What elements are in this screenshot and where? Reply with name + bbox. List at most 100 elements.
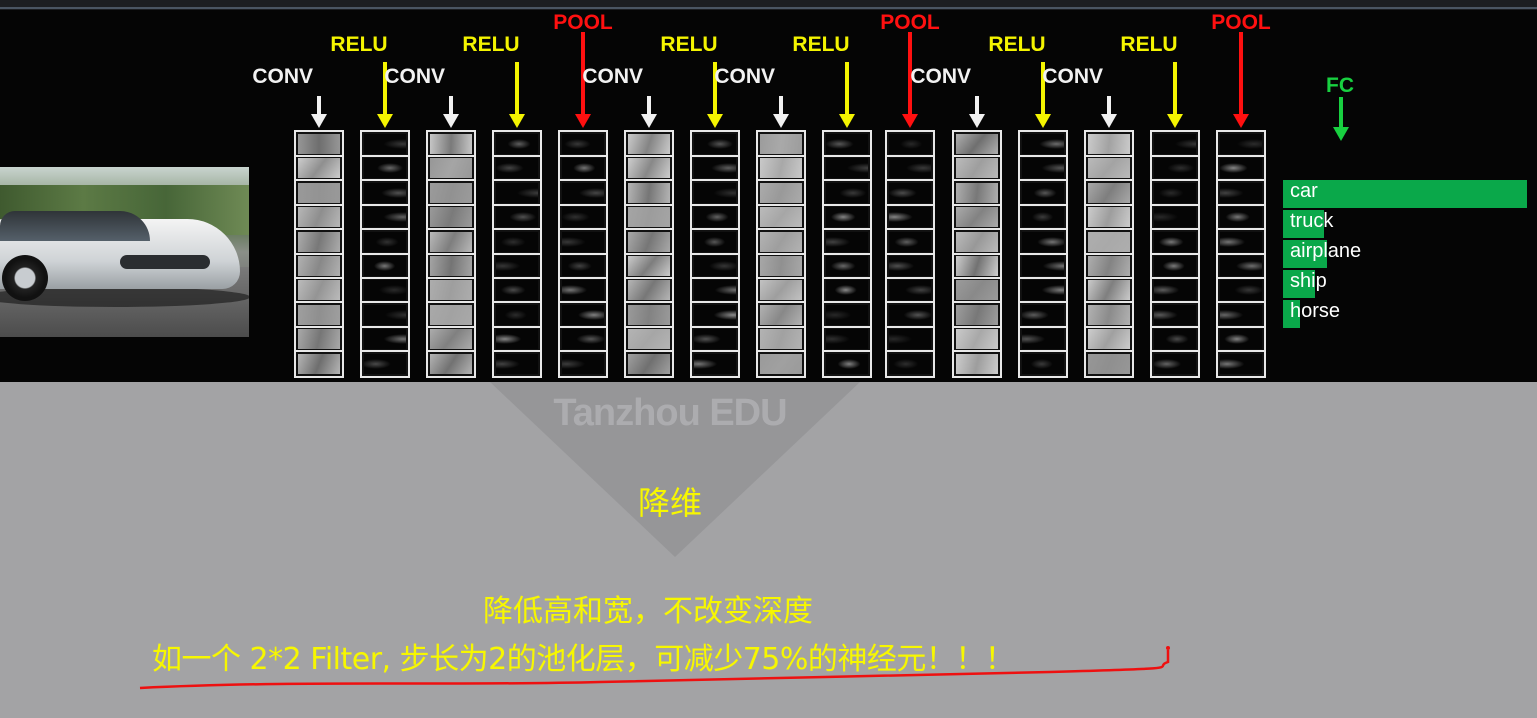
feature-map-cell	[694, 353, 736, 374]
feature-map-cell	[889, 134, 931, 154]
feature-map-cell	[889, 182, 931, 203]
feature-map-cell	[826, 207, 868, 228]
feature-map-cell	[430, 329, 472, 350]
feature-map-cell	[298, 182, 340, 203]
feature-map-cell	[956, 280, 998, 301]
layer-label-conv: CONV	[1042, 65, 1103, 88]
feature-map-cell	[956, 329, 998, 350]
feature-map-cell	[1022, 353, 1064, 374]
feature-map-cell	[889, 304, 931, 325]
feature-map-cell	[628, 353, 670, 374]
feature-map-cell	[826, 353, 868, 374]
feature-map-cell	[298, 353, 340, 374]
feature-map-cell	[826, 158, 868, 179]
feature-map-cell	[956, 353, 998, 374]
class-label: ship	[1290, 270, 1327, 292]
feature-map-cell	[562, 207, 604, 228]
feature-map-cell	[496, 134, 538, 154]
fc-label: FC	[1326, 74, 1354, 97]
feature-map-column	[952, 130, 1002, 378]
feature-map-column	[294, 130, 344, 378]
feature-map-cell	[1154, 182, 1196, 203]
feature-map-cell	[298, 256, 340, 276]
feature-map-cell	[430, 134, 472, 154]
feature-map-column	[1150, 130, 1200, 378]
feature-map-cell	[1088, 329, 1130, 350]
feature-map-cell	[694, 158, 736, 179]
feature-map-column	[492, 130, 542, 378]
feature-map-cell	[364, 256, 406, 276]
feature-map-cell	[1220, 353, 1262, 374]
feature-map-column	[1018, 130, 1068, 378]
feature-map-cell	[1088, 256, 1130, 276]
layer-label-relu: RELU	[988, 33, 1046, 56]
feature-map-cell	[562, 134, 604, 154]
feature-map-cell	[562, 256, 604, 276]
class-label: car	[1290, 180, 1318, 202]
feature-map-cell	[430, 304, 472, 325]
feature-map-cell	[694, 256, 736, 276]
feature-map-cell	[364, 353, 406, 374]
feature-map-cell	[1154, 134, 1196, 154]
class-score-bar	[1283, 180, 1527, 208]
feature-map-cell	[760, 207, 802, 228]
feature-map-cell	[496, 329, 538, 350]
feature-map-cell	[628, 329, 670, 350]
feature-map-cell	[1022, 231, 1064, 252]
feature-map-cell	[760, 231, 802, 252]
feature-map-cell	[1154, 280, 1196, 301]
feature-map-cell	[1022, 329, 1064, 350]
annotation-line-2: 如一个 2*2 Filter, 步长为2的池化层，可减少75%的神经元！！！	[152, 642, 1015, 677]
feature-map-cell	[628, 231, 670, 252]
feature-map-cell	[694, 182, 736, 203]
feature-map-cell	[1220, 182, 1262, 203]
feature-map-cell	[1220, 207, 1262, 228]
feature-map-cell	[1088, 304, 1130, 325]
feature-map-cell	[628, 134, 670, 154]
feature-map-cell	[1088, 231, 1130, 252]
feature-map-cell	[562, 158, 604, 179]
feature-map-column	[885, 130, 935, 378]
class-score-bar	[1283, 270, 1315, 298]
feature-map-cell	[628, 280, 670, 301]
feature-map-column	[360, 130, 410, 378]
feature-map-cell	[889, 256, 931, 276]
feature-map-cell	[628, 256, 670, 276]
feature-map-cell	[430, 256, 472, 276]
feature-map-cell	[562, 231, 604, 252]
layer-label-conv: CONV	[252, 65, 313, 88]
class-score-bar	[1283, 240, 1327, 268]
feature-map-cell	[826, 231, 868, 252]
feature-map-cell	[1088, 182, 1130, 203]
feature-map-cell	[430, 231, 472, 252]
feature-map-cell	[760, 158, 802, 179]
feature-map-cell	[298, 207, 340, 228]
feature-map-cell	[1154, 158, 1196, 179]
feature-map-cell	[1088, 158, 1130, 179]
layer-label-relu: RELU	[1120, 33, 1178, 56]
feature-map-cell	[364, 304, 406, 325]
feature-map-cell	[1022, 207, 1064, 228]
feature-map-column	[822, 130, 872, 378]
feature-map-cell	[1022, 158, 1064, 179]
feature-map-cell	[562, 353, 604, 374]
watermark-text: Tanzhou EDU	[553, 392, 787, 434]
feature-map-column	[624, 130, 674, 378]
feature-map-cell	[298, 231, 340, 252]
feature-map-cell	[1022, 182, 1064, 203]
feature-map-cell	[496, 304, 538, 325]
feature-map-cell	[1088, 353, 1130, 374]
feature-map-cell	[760, 353, 802, 374]
feature-map-cell	[956, 158, 998, 179]
layer-label-pool: POOL	[880, 11, 940, 34]
feature-map-cell	[628, 182, 670, 203]
feature-map-cell	[364, 231, 406, 252]
feature-map-cell	[298, 280, 340, 301]
feature-map-cell	[760, 304, 802, 325]
layer-label-conv: CONV	[714, 65, 775, 88]
feature-map-cell	[1022, 134, 1064, 154]
feature-map-cell	[760, 329, 802, 350]
feature-map-cell	[694, 304, 736, 325]
feature-map-cell	[298, 304, 340, 325]
feature-map-cell	[826, 329, 868, 350]
